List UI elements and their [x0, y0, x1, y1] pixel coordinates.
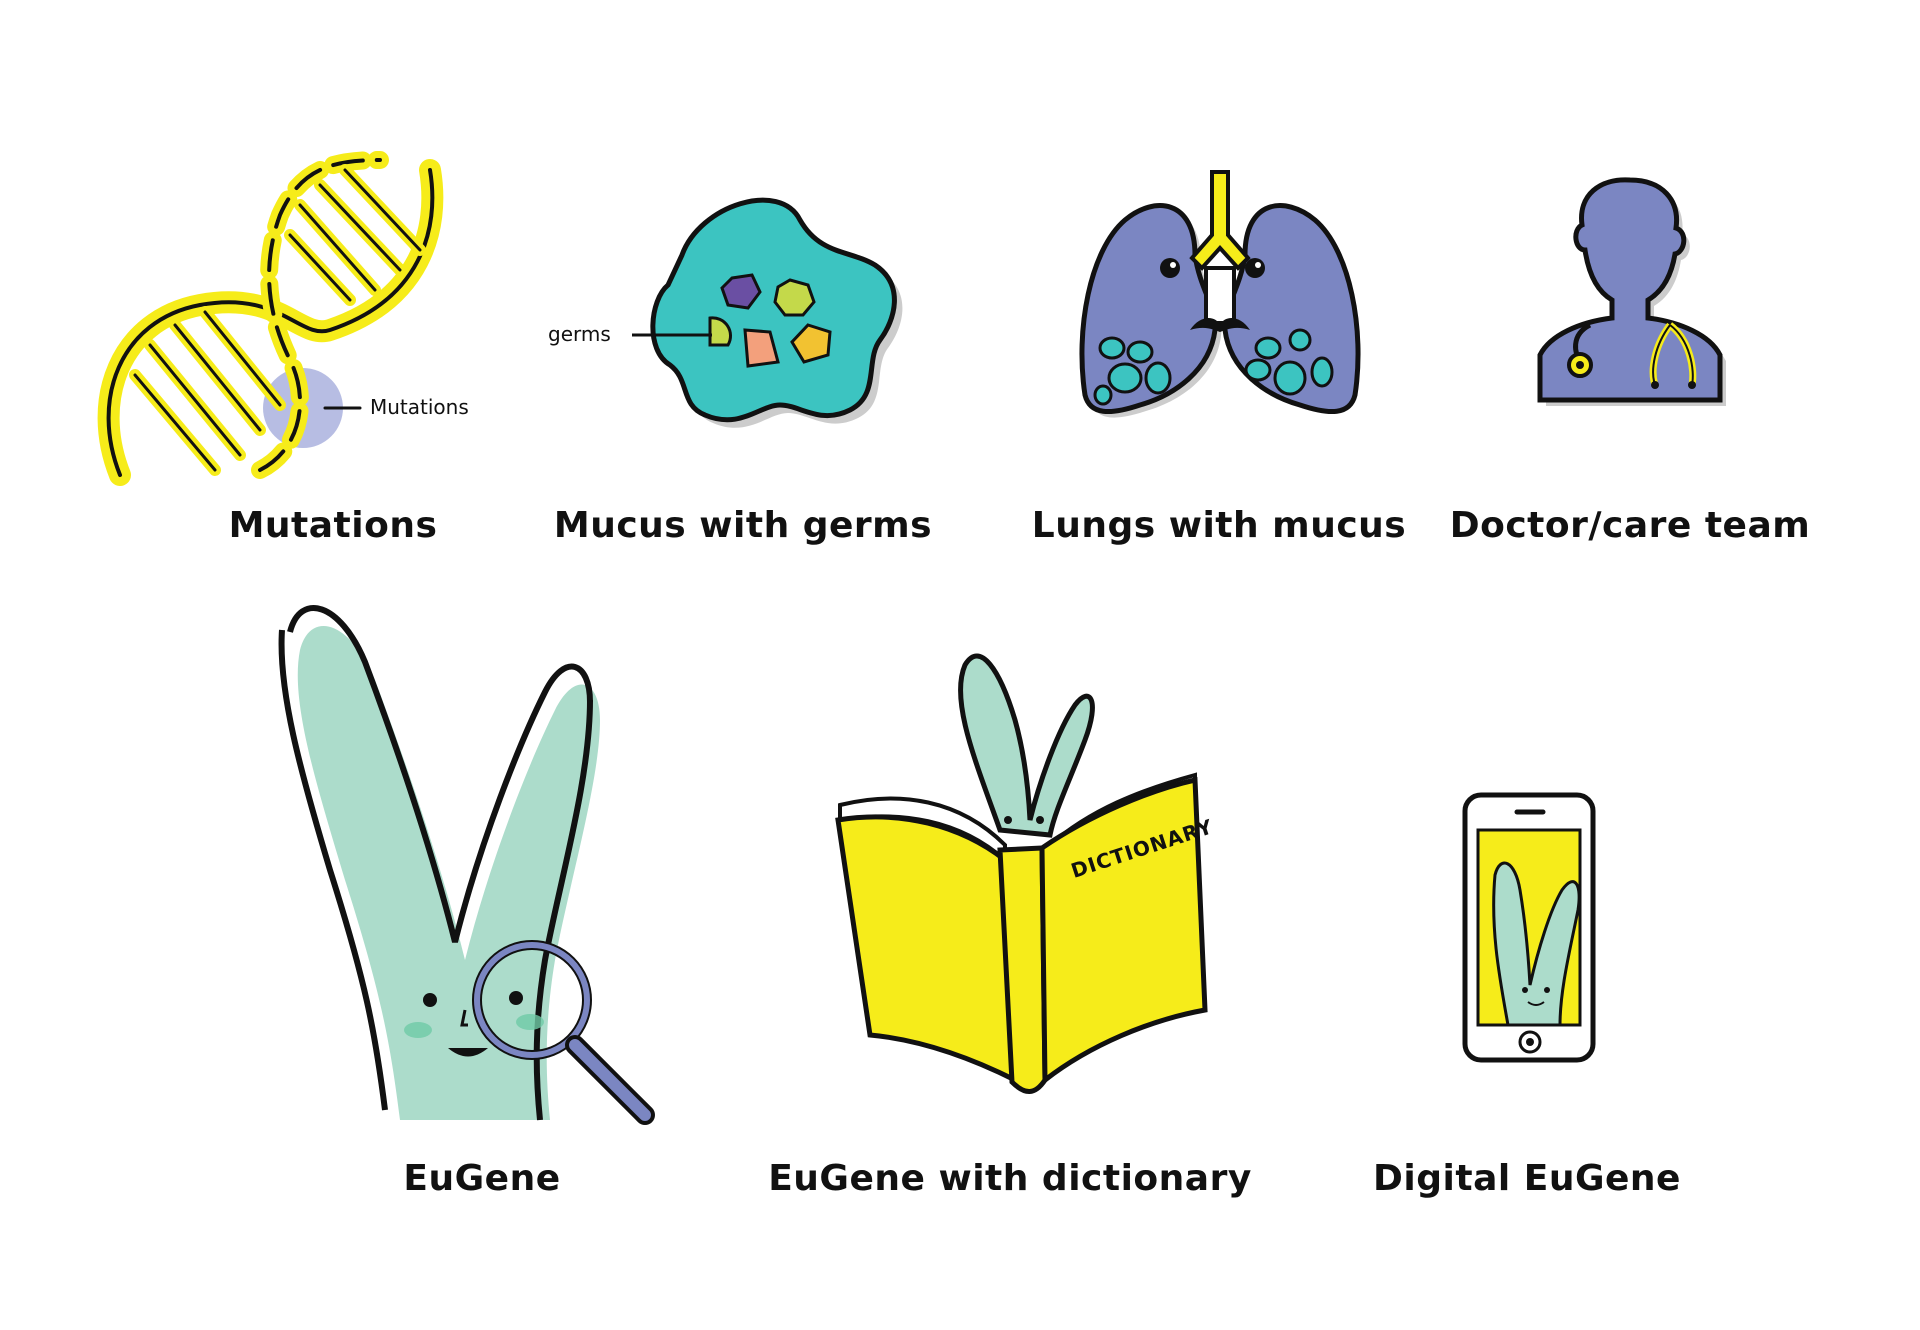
doctor-icon: [1537, 177, 1726, 406]
mucus-blob-icon: [632, 197, 903, 428]
caption-eugene: EuGene: [403, 1158, 561, 1199]
germ-hexagon: [720, 273, 762, 310]
caption-mucus-with-germs: Mucus with germs: [553, 505, 933, 546]
dictionary-book-icon: [835, 653, 1208, 1094]
eugene-bunny-icon: [278, 605, 655, 1125]
lungs-icon: [1079, 170, 1361, 418]
germ-pentagon: [790, 323, 832, 364]
dna-helix-icon: [97, 151, 444, 486]
germ-semicircle: [708, 316, 733, 347]
caption-eugene-with-dictionary: EuGene with dictionary: [768, 1158, 1252, 1199]
caption-doctor-care-team: Doctor/care team: [1449, 505, 1811, 546]
caption-lungs-with-mucus: Lungs with mucus: [1031, 505, 1407, 546]
mutations-callout: Mutations: [370, 395, 469, 419]
caption-mutations: Mutations: [228, 505, 438, 546]
germ-heptagon: [773, 278, 816, 317]
germs-callout: germs: [548, 322, 611, 346]
caption-digital-eugene: Digital EuGene: [1373, 1158, 1681, 1199]
phone-home-button: [1526, 1038, 1534, 1046]
germ-trapezoid: [743, 328, 780, 368]
smartphone-icon: [1462, 792, 1596, 1063]
